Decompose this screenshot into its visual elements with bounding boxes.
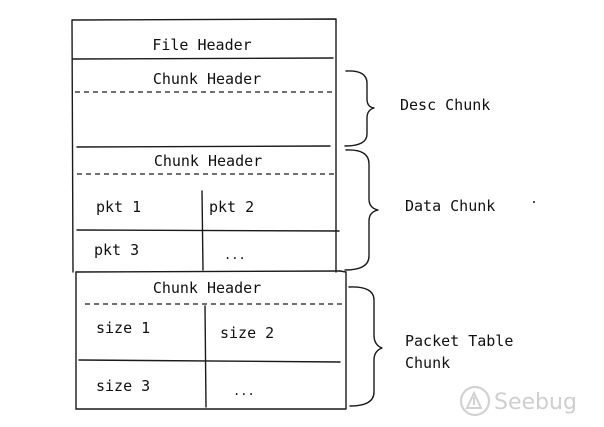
desc-chunk-header-label: Chunk Header	[153, 70, 261, 88]
data-packet-separator	[75, 270, 341, 273]
data-cell-pkt-2: pkt 2	[209, 198, 254, 216]
data-cell-pkt-1: pkt 1	[96, 198, 141, 216]
seebug-watermark: Seebug	[459, 385, 577, 417]
packet-cell-size-1: size 1	[96, 319, 150, 337]
packet-table-box	[75, 270, 347, 410]
data-chunk-grid-horizontal	[76, 229, 340, 232]
packet-chunk-header-label: Chunk Header	[153, 279, 261, 297]
seebug-logo-icon	[459, 385, 491, 417]
desc-chunk-brace	[344, 70, 375, 147]
desc-chunk-label: Desc Chunk	[400, 96, 490, 114]
seebug-watermark-text: Seebug	[494, 390, 577, 415]
data-chunk-brace	[344, 149, 379, 271]
packet-table-label-line1: Packet Table	[405, 332, 513, 350]
desc-data-separator	[76, 145, 331, 148]
data-chunk-label: Data Chunk	[405, 197, 495, 215]
packet-cell-size-3: size 3	[96, 377, 150, 395]
data-cell-pkt-3: pkt 3	[94, 241, 139, 259]
stray-dot	[533, 201, 535, 203]
data-chunk-header-label: Chunk Header	[154, 152, 262, 170]
packet-table-label-line2: Chunk	[405, 354, 450, 372]
file-header-label: File Header	[152, 36, 251, 54]
data-cell-ellipsis: ...	[224, 248, 246, 262]
packet-table-grid-vertical	[204, 305, 207, 408]
packet-cell-size-2: size 2	[220, 324, 274, 342]
packet-table-brace	[348, 286, 383, 407]
packet-cell-ellipsis: ...	[233, 384, 255, 398]
outer-box-upper	[71, 18, 337, 273]
file-header-separator	[72, 57, 334, 60]
packet-table-grid-horizontal	[78, 359, 341, 363]
